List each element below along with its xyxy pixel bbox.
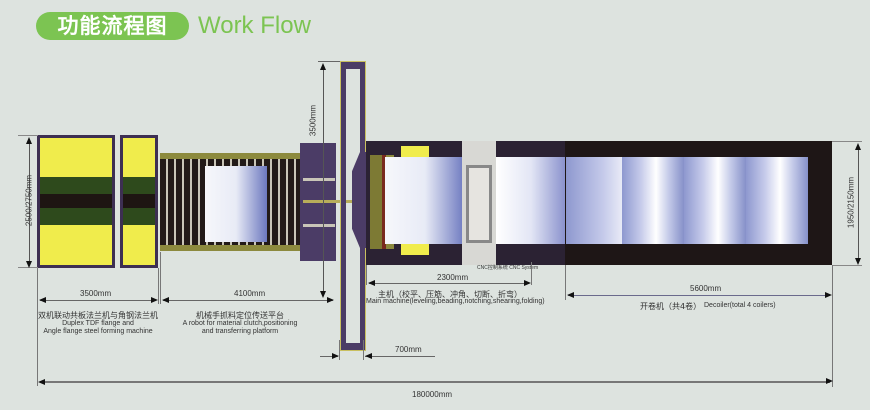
arrow-right-icon: [151, 297, 158, 303]
conveyor-rail-bottom: [160, 245, 305, 251]
dim-line: [323, 66, 324, 296]
dim-ext-line: [158, 268, 159, 304]
arrow-down-icon: [855, 258, 861, 265]
dim-line: [40, 300, 156, 301]
dim-line: [858, 146, 859, 260]
arrow-left-icon: [567, 292, 574, 298]
arrow-up-icon: [855, 143, 861, 150]
arrow-right-icon: [327, 297, 334, 303]
flange-unit-large: [37, 135, 115, 268]
main-yellow-block: [401, 146, 429, 157]
dim-flange-length: 3500mm: [80, 289, 112, 298]
robot-arm: [303, 224, 335, 227]
conveyor-rail-top: [160, 153, 305, 159]
title-en: Work Flow: [198, 12, 311, 39]
arrow-right-icon: [826, 378, 833, 384]
caption-flange-cn: 双机联动共板法兰机与角钢法兰机: [38, 311, 158, 320]
dim-robot-length: 4100mm: [234, 289, 266, 298]
gantry-bottom: [341, 343, 365, 350]
dim-robot-height: 3500mm: [308, 104, 318, 137]
leveling-rollers: [382, 155, 386, 249]
dim-line: [163, 300, 333, 301]
dim-ext-line: [565, 265, 566, 300]
dim-line: [29, 140, 30, 263]
caption-flange-en-2: Angle flange steel forming machine: [43, 328, 153, 335]
dim-gap: 700mm: [395, 345, 422, 354]
cnc-screen: [466, 165, 492, 243]
dim-ext-line: [37, 268, 38, 386]
dim-main-length: 2300mm: [437, 273, 469, 282]
arrow-right-icon: [332, 353, 339, 359]
caption-robot-en-1: A robot for material clutch,positioning: [182, 320, 298, 327]
coil-3: [746, 157, 808, 244]
dim-decoiler-height: 1950/2150mm: [846, 176, 856, 229]
dim-ext-line: [160, 252, 161, 304]
arrow-left-icon: [38, 379, 45, 385]
cnc-system-label: CNC控制系统 CNC System: [477, 265, 539, 271]
dim-line: [568, 295, 830, 296]
caption-flange-en: Duplex TDF flange and Angle flange steel…: [30, 320, 166, 336]
caption-robot-cn: 机械手抓料定位传送平台: [196, 311, 284, 320]
dim-decoiler-length: 5600mm: [690, 284, 722, 293]
caption-main-cn: 主机（校平、压筋、冲角、切断、折弯）: [378, 290, 522, 299]
dim-ext-line: [18, 135, 38, 136]
arrow-left-icon: [368, 280, 375, 286]
sheet-in-main: [385, 157, 465, 244]
dim-ext-line: [366, 265, 367, 285]
coil-2: [684, 157, 746, 244]
dim-ext-line: [339, 340, 340, 360]
dim-ext-line: [363, 340, 364, 360]
arrow-left-icon: [162, 297, 169, 303]
caption-decoiler-en: Decoiler(total 4 coilers): [704, 302, 776, 309]
arrow-right-icon: [524, 280, 531, 286]
dim-line: [369, 283, 529, 284]
caption-main-en: Main machine(leveling,beading,notching,s…: [366, 298, 545, 305]
robot-arm: [303, 200, 353, 203]
dim-line-total: [40, 381, 830, 383]
sheet-on-conveyor: [205, 166, 267, 242]
arrow-down-icon: [26, 261, 32, 268]
dim-ext-line: [531, 262, 532, 285]
leveling-rollers: [370, 155, 382, 249]
arrow-left-icon: [39, 297, 46, 303]
arrow-up-icon: [26, 137, 32, 144]
dim-ext-line: [832, 141, 862, 142]
robot-arm: [303, 178, 335, 181]
dim-line: [320, 356, 338, 357]
caption-flange-en-1: Duplex TDF flange and: [62, 320, 134, 327]
arrow-left-icon: [365, 353, 372, 359]
dim-line: [365, 356, 435, 357]
dim-ext-line: [832, 265, 833, 387]
coil-1-highlight: [622, 157, 684, 244]
flange-unit-small: [120, 135, 158, 268]
main-yellow-block: [401, 244, 429, 255]
dim-ext-line: [318, 61, 340, 62]
gantry-top: [341, 62, 365, 69]
arrow-up-icon: [320, 63, 326, 70]
gantry-post: [341, 62, 346, 350]
sheet-exit: [496, 157, 566, 244]
dim-ext-line: [832, 265, 862, 266]
dim-total-length: 180000mm: [412, 390, 453, 399]
caption-decoiler-cn: 开卷机（共4卷）: [640, 302, 702, 311]
caption-robot-en: A robot for material clutch,positioning …: [168, 320, 312, 336]
dim-flange-height: 2500/2750mm: [24, 174, 34, 227]
arrow-right-icon: [825, 292, 832, 298]
arrow-down-icon: [320, 291, 326, 298]
title-badge-cn: 功能流程图: [36, 12, 189, 40]
caption-robot-en-2: and transferring platform: [201, 328, 279, 335]
